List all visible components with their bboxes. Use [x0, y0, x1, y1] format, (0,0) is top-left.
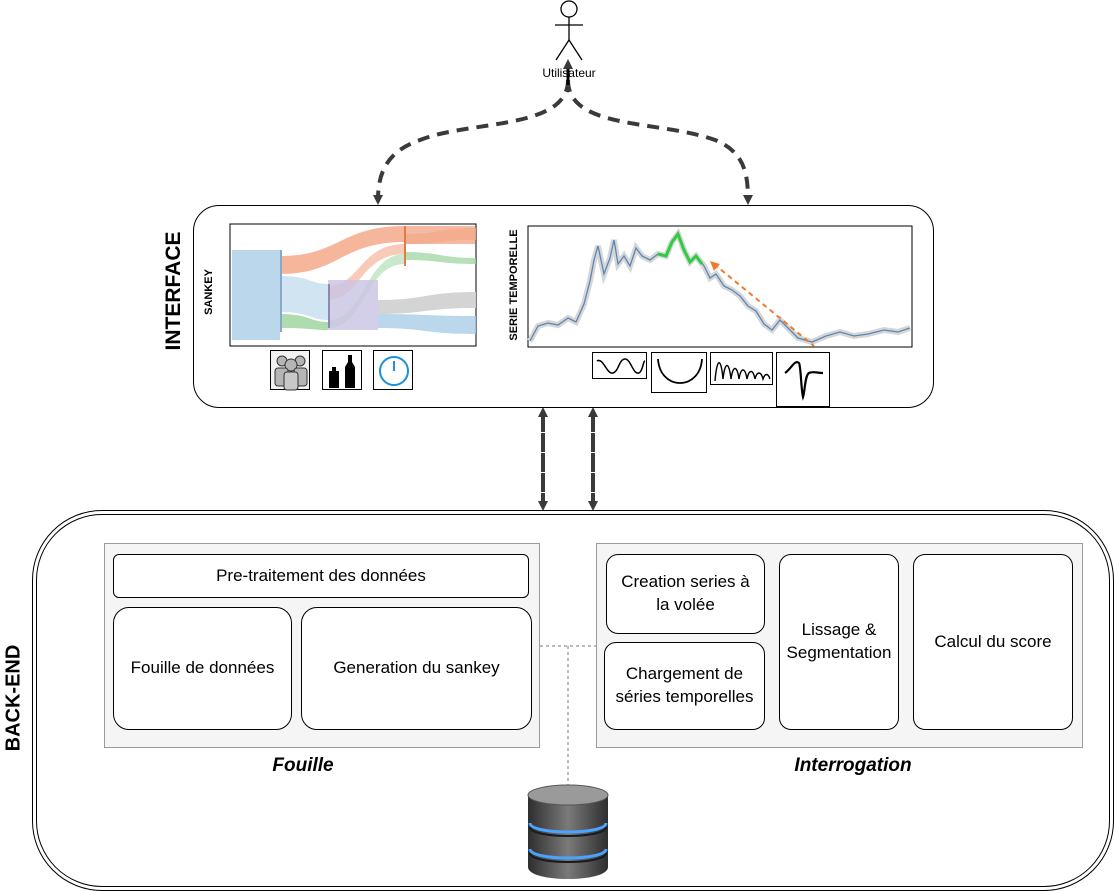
fouille-caption: Fouille [272, 755, 334, 776]
backend-container-inner [36, 514, 1110, 887]
clock-icon [373, 350, 413, 390]
sine-wave-icon [592, 352, 647, 379]
bottles-icon [322, 350, 362, 390]
database-icon [527, 784, 609, 879]
interrogation-caption: Interrogation [794, 755, 912, 776]
generation-sankey-box: Generation du sankey [301, 607, 532, 730]
fouille-donnees-box: Fouille de données [113, 607, 292, 730]
creation-series-box: Creation series à la volée [606, 554, 765, 634]
user-label: Utilisateur [542, 66, 596, 80]
pretraitement-box: Pre-traitement des données [113, 554, 529, 598]
arrow-user-to-sankey [373, 79, 570, 205]
sankey-chart [229, 223, 477, 347]
arrow-user-to-series [566, 79, 753, 205]
chargement-series-box: Chargement de séries temporelles [604, 642, 765, 730]
time-series-chart [527, 225, 913, 348]
oscillation-icon [710, 352, 773, 385]
user-stick-figure-icon [555, 0, 583, 61]
spike-icon [776, 352, 830, 407]
calcul-score-box: Calcul du score [913, 554, 1073, 730]
lissage-segmentation-box: Lissage & Segmentation [779, 554, 899, 730]
people-group-icon [270, 350, 310, 391]
u-curve-icon [651, 352, 707, 393]
